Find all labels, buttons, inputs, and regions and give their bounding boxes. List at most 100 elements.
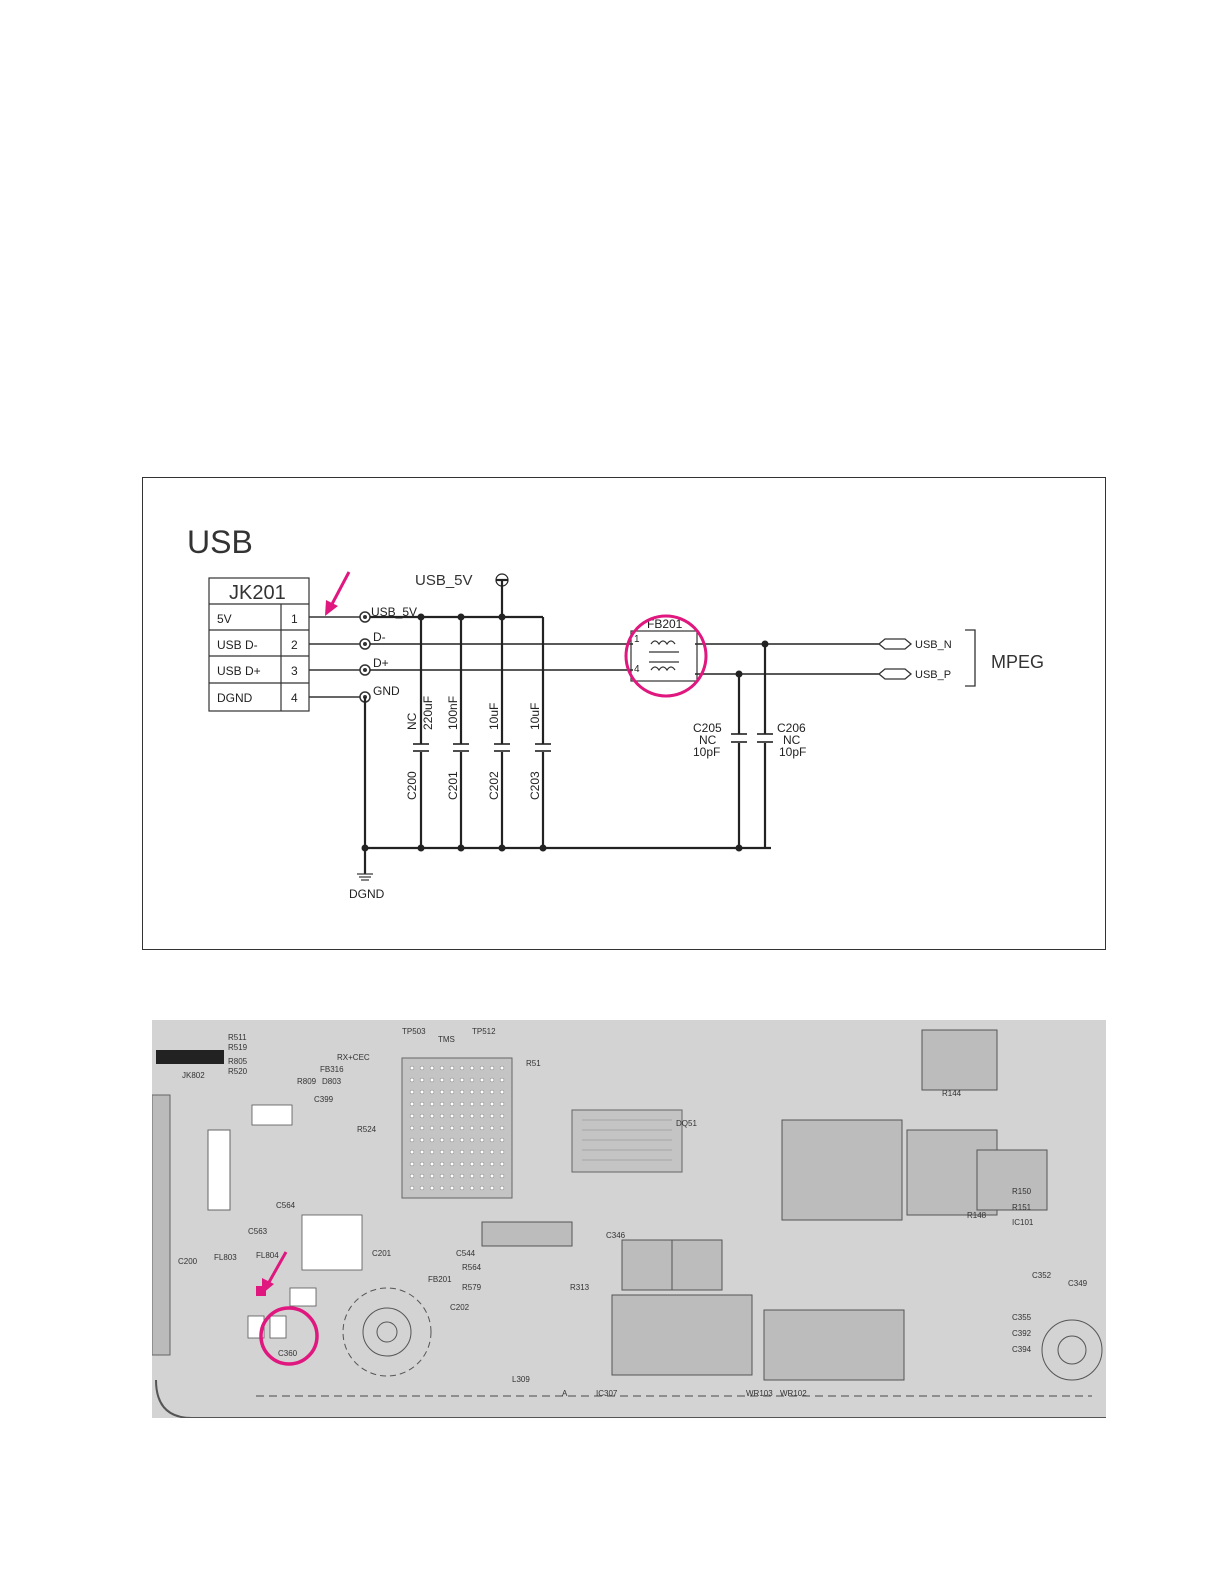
pcb-label-c360: FL803	[214, 1253, 237, 1262]
connector-leads	[309, 616, 363, 698]
usb-schematic: USB JK201 5V USB D- USB D+ DGND 1 2 3 4	[187, 524, 1044, 901]
pcb-label-ar501: R51	[526, 1059, 541, 1068]
pcb-label-d803: D803	[322, 1077, 342, 1086]
pcb-label-fb316: FB316	[320, 1065, 344, 1074]
pcb-label-c352: R151	[1012, 1203, 1032, 1212]
pcb-silkscreen-labels: R511 R519 R805 R520 JK802 R809 D803 FB31…	[178, 1027, 1088, 1398]
ic-packages	[481, 1029, 1048, 1381]
output-ports	[877, 638, 913, 680]
ferrite-filter-fb201	[630, 630, 698, 682]
mount-holes	[342, 1287, 1103, 1381]
pcb-label-c315: C392	[1012, 1329, 1032, 1338]
pcb-label-ic101: R144	[942, 1089, 962, 1098]
pcb-label-l309: R313	[570, 1283, 590, 1292]
pin-name-3: USB D+	[217, 664, 261, 678]
pcb-label-c200: C564	[276, 1201, 296, 1210]
pcb-label-r805: R805	[228, 1057, 248, 1066]
filter-highlight-circle	[624, 614, 708, 698]
cap-c203-ref: C203	[528, 771, 542, 800]
cap-c205-ref: C205	[693, 721, 722, 735]
bga-chip	[401, 1057, 513, 1199]
schematic-title: USB	[187, 524, 253, 560]
power-symbol-label: USB_5V	[415, 572, 473, 589]
ground-label: DGND	[349, 887, 385, 901]
connector-ref: JK201	[229, 582, 286, 604]
pcb-label-fb104: C544	[456, 1249, 476, 1258]
pcb-label-rfb101: WR103	[746, 1389, 773, 1398]
capacitor-symbols	[413, 743, 551, 752]
net-label-gnd: GND	[373, 684, 400, 698]
pcb-label-c389: R150	[1012, 1187, 1032, 1196]
pcb-label-c399: C399	[314, 1095, 334, 1104]
connector-jk201	[208, 577, 310, 712]
output-usb-n: USB_N	[915, 639, 952, 651]
cap-c206-value: 10pF	[779, 745, 806, 759]
pcb-label-jk201: C200	[178, 1257, 198, 1266]
capacitor-branches	[419, 617, 545, 848]
pin-num-1: 1	[291, 612, 298, 626]
pcb-label-r511: R511	[228, 1033, 247, 1042]
pcb-label-wfb101: A	[562, 1389, 568, 1398]
pin-name-4: DGND	[217, 691, 253, 705]
net-label-dminus: D-	[373, 630, 386, 644]
cap-c203-value: 10uF	[528, 703, 542, 730]
ground-rail	[363, 644, 771, 874]
data-lines	[370, 643, 879, 738]
cap-c201-ref: C201	[446, 771, 460, 800]
filter-pin-4: 4	[634, 664, 640, 675]
pcb-label-c124: R564	[462, 1263, 482, 1272]
usb-schematic-panel: USB JK201 5V USB D- USB D+ DGND 1 2 3 4	[142, 477, 1106, 950]
cap-c205-value: 10pF	[693, 745, 720, 759]
pcb-label-ic311: C346	[606, 1231, 626, 1240]
pin-name-2: USB D-	[217, 638, 258, 652]
pcb-label-rxcec: RX+CEC	[337, 1053, 370, 1062]
pcb-label-cn105: R148	[967, 1211, 987, 1220]
junction-dots	[361, 613, 769, 852]
pcb-label-c311: C355	[1012, 1313, 1032, 1322]
pin-num-3: 3	[291, 664, 298, 678]
cap-c201-value: 100nF	[446, 696, 460, 730]
cap-c202-value: 10uF	[487, 703, 501, 730]
bus-label: MPEG	[991, 652, 1044, 672]
connection-terminals	[359, 611, 371, 703]
pcb-label-r809: R809	[297, 1077, 317, 1086]
pcb-label-r520: R520	[228, 1067, 248, 1076]
pcb-label-rc117: WR102	[780, 1389, 807, 1398]
pcb-highlight	[256, 1251, 319, 1366]
pcb-label-tp503: TP503	[402, 1027, 426, 1036]
pcb-label-wc117: IC307	[596, 1389, 618, 1398]
pcb-label-tms: TMS	[438, 1035, 455, 1044]
pin-name-1: 5V	[217, 612, 232, 626]
bus-bracket	[965, 629, 976, 687]
pcb-label-c317: C394	[1012, 1345, 1032, 1354]
pcb-label-r393: FL804	[256, 1251, 279, 1260]
output-usb-p: USB_P	[915, 669, 951, 681]
pcb-label-r329: C352	[1032, 1271, 1052, 1280]
pcb-label-jk802: JK802	[182, 1071, 205, 1080]
ground-symbol	[357, 873, 373, 881]
output-capacitor-symbols	[731, 733, 773, 743]
pcb-label-cn104: C201	[372, 1249, 392, 1258]
pcb-label-c544: FB201	[428, 1275, 452, 1284]
pin-num-4: 4	[291, 691, 298, 705]
pcb-label-ic502: DQ51	[676, 1119, 697, 1128]
pcb-label-r369: C563	[248, 1227, 268, 1236]
cap-c200-value: 220uF	[421, 696, 435, 730]
pcb-label-c125: R579	[462, 1283, 482, 1292]
filter-pin-1: 1	[634, 634, 640, 645]
net-label-usb5v: USB_5V	[371, 605, 417, 619]
pcb-label-fb201: C360	[278, 1349, 298, 1358]
pcb-label-c568: R524	[357, 1125, 377, 1134]
net-label-dplus: D+	[373, 656, 389, 670]
cap-c206-note: NC	[783, 733, 801, 747]
pcb-label-tp512: TP512	[472, 1027, 496, 1036]
pcb-label-cn102: L309	[512, 1375, 530, 1384]
filter-ref: FB201	[647, 617, 683, 631]
pcb-label-c345: C349	[1068, 1279, 1088, 1288]
pcb-label-r519: R519	[228, 1043, 248, 1052]
cap-c205-note: NC	[699, 733, 717, 747]
pcb-layout-view: R511 R519 R805 R520 JK802 R809 D803 FB31…	[152, 1020, 1106, 1418]
pcb-label-c349: IC101	[1012, 1218, 1034, 1227]
pin-num-2: 2	[291, 638, 298, 652]
cap-c200-ref: C200	[405, 771, 419, 800]
